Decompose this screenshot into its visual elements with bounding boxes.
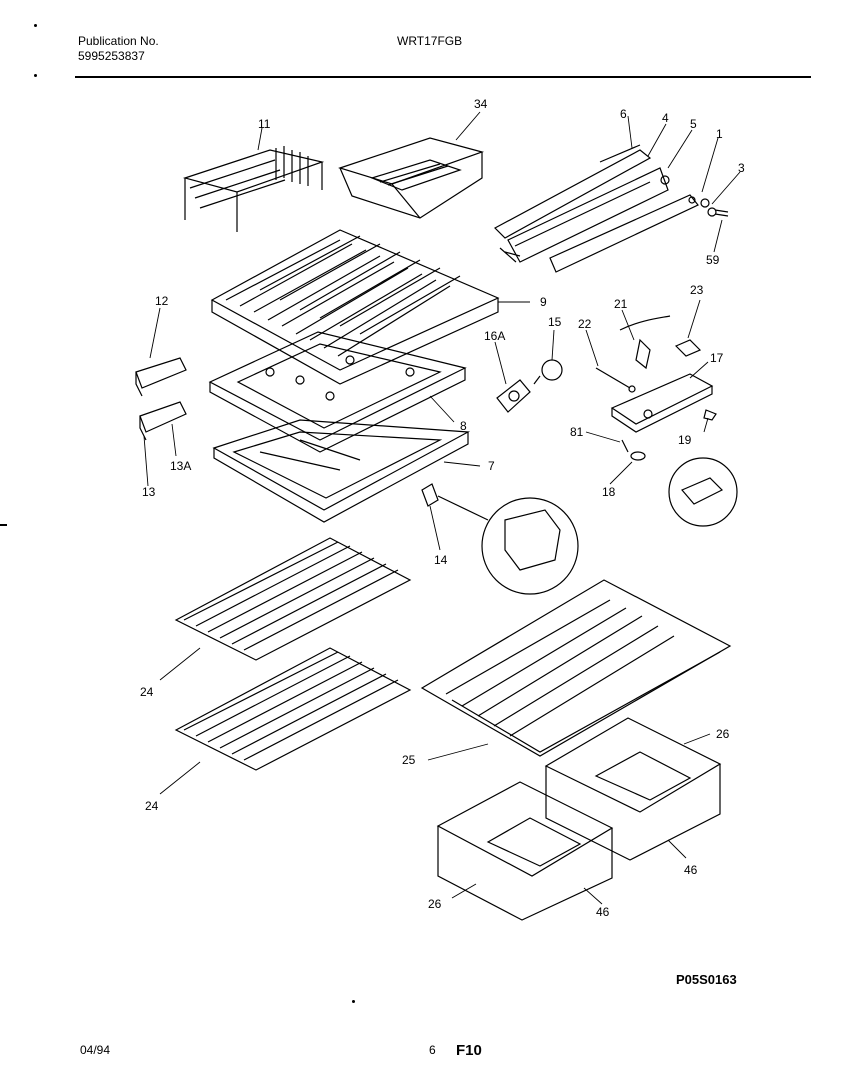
callout-label: 81	[570, 425, 584, 439]
control-knob-parts	[135, 357, 187, 441]
callout-label: 25	[402, 753, 416, 767]
margin-tick	[0, 524, 7, 526]
margin-mark	[34, 74, 37, 77]
callout-label: 4	[662, 111, 669, 125]
callout-label: 15	[548, 315, 562, 329]
leader-lines	[143, 111, 741, 905]
footer-date: 04/94	[80, 1043, 111, 1057]
control-housing-parts	[595, 315, 717, 461]
margin-mark	[34, 24, 37, 27]
callout-label: 23	[690, 283, 704, 297]
publication-label: Publication No.	[78, 34, 159, 48]
callout-label: 24	[140, 685, 154, 699]
callout-labels: 11 34 6 4 5 1 3 59 12 9 16A 15 22 21 23 …	[140, 97, 745, 919]
ice-bin-part	[338, 137, 485, 219]
callout-label: 16A	[484, 329, 505, 343]
callout-label: 46	[684, 863, 698, 877]
callout-label: 24	[145, 799, 159, 813]
callout-label: 26	[716, 727, 730, 741]
callout-label: 1	[716, 127, 723, 141]
switch-detail-part	[668, 457, 738, 527]
callout-label: 5	[690, 117, 697, 131]
shelf-frame-part	[210, 229, 500, 385]
callout-label: 13	[142, 485, 156, 499]
callout-label: 6	[620, 107, 627, 121]
lamp-socket-part	[496, 359, 563, 413]
callout-label: 17	[710, 351, 724, 365]
callout-label: 3	[738, 161, 745, 175]
wire-rack-part	[182, 146, 325, 232]
callout-label: 26	[428, 897, 442, 911]
callout-label: 46	[596, 905, 610, 919]
crisper-drawer-part	[436, 717, 722, 921]
callout-label: 59	[706, 253, 720, 267]
callout-label: 14	[434, 553, 448, 567]
callout-label: 18	[602, 485, 616, 499]
shelf-frame-part	[208, 331, 467, 453]
callout-label: 9	[540, 295, 547, 309]
callout-label: 7	[488, 459, 495, 473]
callout-label: 11	[258, 117, 271, 131]
diagram-code: P05S0163	[676, 972, 737, 987]
glass-shelf-part	[420, 579, 732, 757]
header-rule	[75, 76, 811, 78]
footer-figure: F10	[456, 1042, 482, 1059]
callout-label: 22	[578, 317, 592, 331]
shelf-rail-parts	[494, 144, 699, 273]
callout-label: 19	[678, 433, 692, 447]
model-number: WRT17FGB	[397, 34, 463, 48]
callout-label: 13A	[170, 459, 191, 473]
footer-page: 6	[429, 1043, 436, 1057]
margin-mark	[352, 1000, 355, 1003]
wire-shelf-part	[174, 537, 412, 771]
shelf-frame-part	[212, 419, 471, 523]
callout-label: 12	[155, 294, 169, 308]
callout-label: 8	[460, 419, 467, 433]
callout-label: 34	[474, 97, 488, 111]
callout-label: 21	[614, 297, 628, 311]
damper-part	[421, 483, 579, 595]
publication-number: 5995253837	[78, 49, 145, 63]
screw-part	[700, 198, 729, 217]
